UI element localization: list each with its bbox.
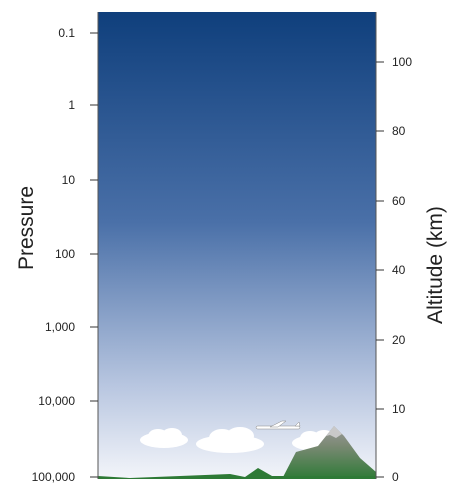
left-tick-label: 1,000 (45, 320, 75, 334)
right-tick-label: 80 (392, 124, 406, 138)
ground (98, 468, 376, 479)
left-tick-label: 10,000 (38, 394, 75, 408)
airplane-icon (255, 420, 301, 430)
right-tick-label: 60 (392, 194, 406, 208)
right-axis-title: Altitude (km) (424, 206, 447, 324)
right-tick-label: 100 (392, 55, 412, 69)
left-tick-label: 0.1 (58, 26, 75, 40)
cloud-icon (140, 428, 188, 448)
right-axis: 100 80 60 40 20 10 0 (376, 55, 412, 484)
right-tick-label: 20 (392, 333, 406, 347)
mountain-snowcap (326, 426, 342, 438)
left-tick-label: 100 (55, 247, 75, 261)
left-tick-label: 10 (62, 173, 76, 187)
left-tick-label: 100,000 (32, 470, 76, 484)
left-tick-label: 1 (68, 98, 75, 112)
right-tick-label: 0 (392, 470, 399, 484)
mountain-icon (282, 426, 376, 479)
right-tick-label: 10 (392, 402, 406, 416)
left-axis: 0.1 1 10 100 1,000 10,000 100,000 (32, 26, 98, 484)
right-tick-label: 40 (392, 263, 406, 277)
left-axis-title: Pressure (15, 186, 38, 270)
sky-panel (98, 12, 376, 479)
cloud-icon (196, 427, 264, 453)
